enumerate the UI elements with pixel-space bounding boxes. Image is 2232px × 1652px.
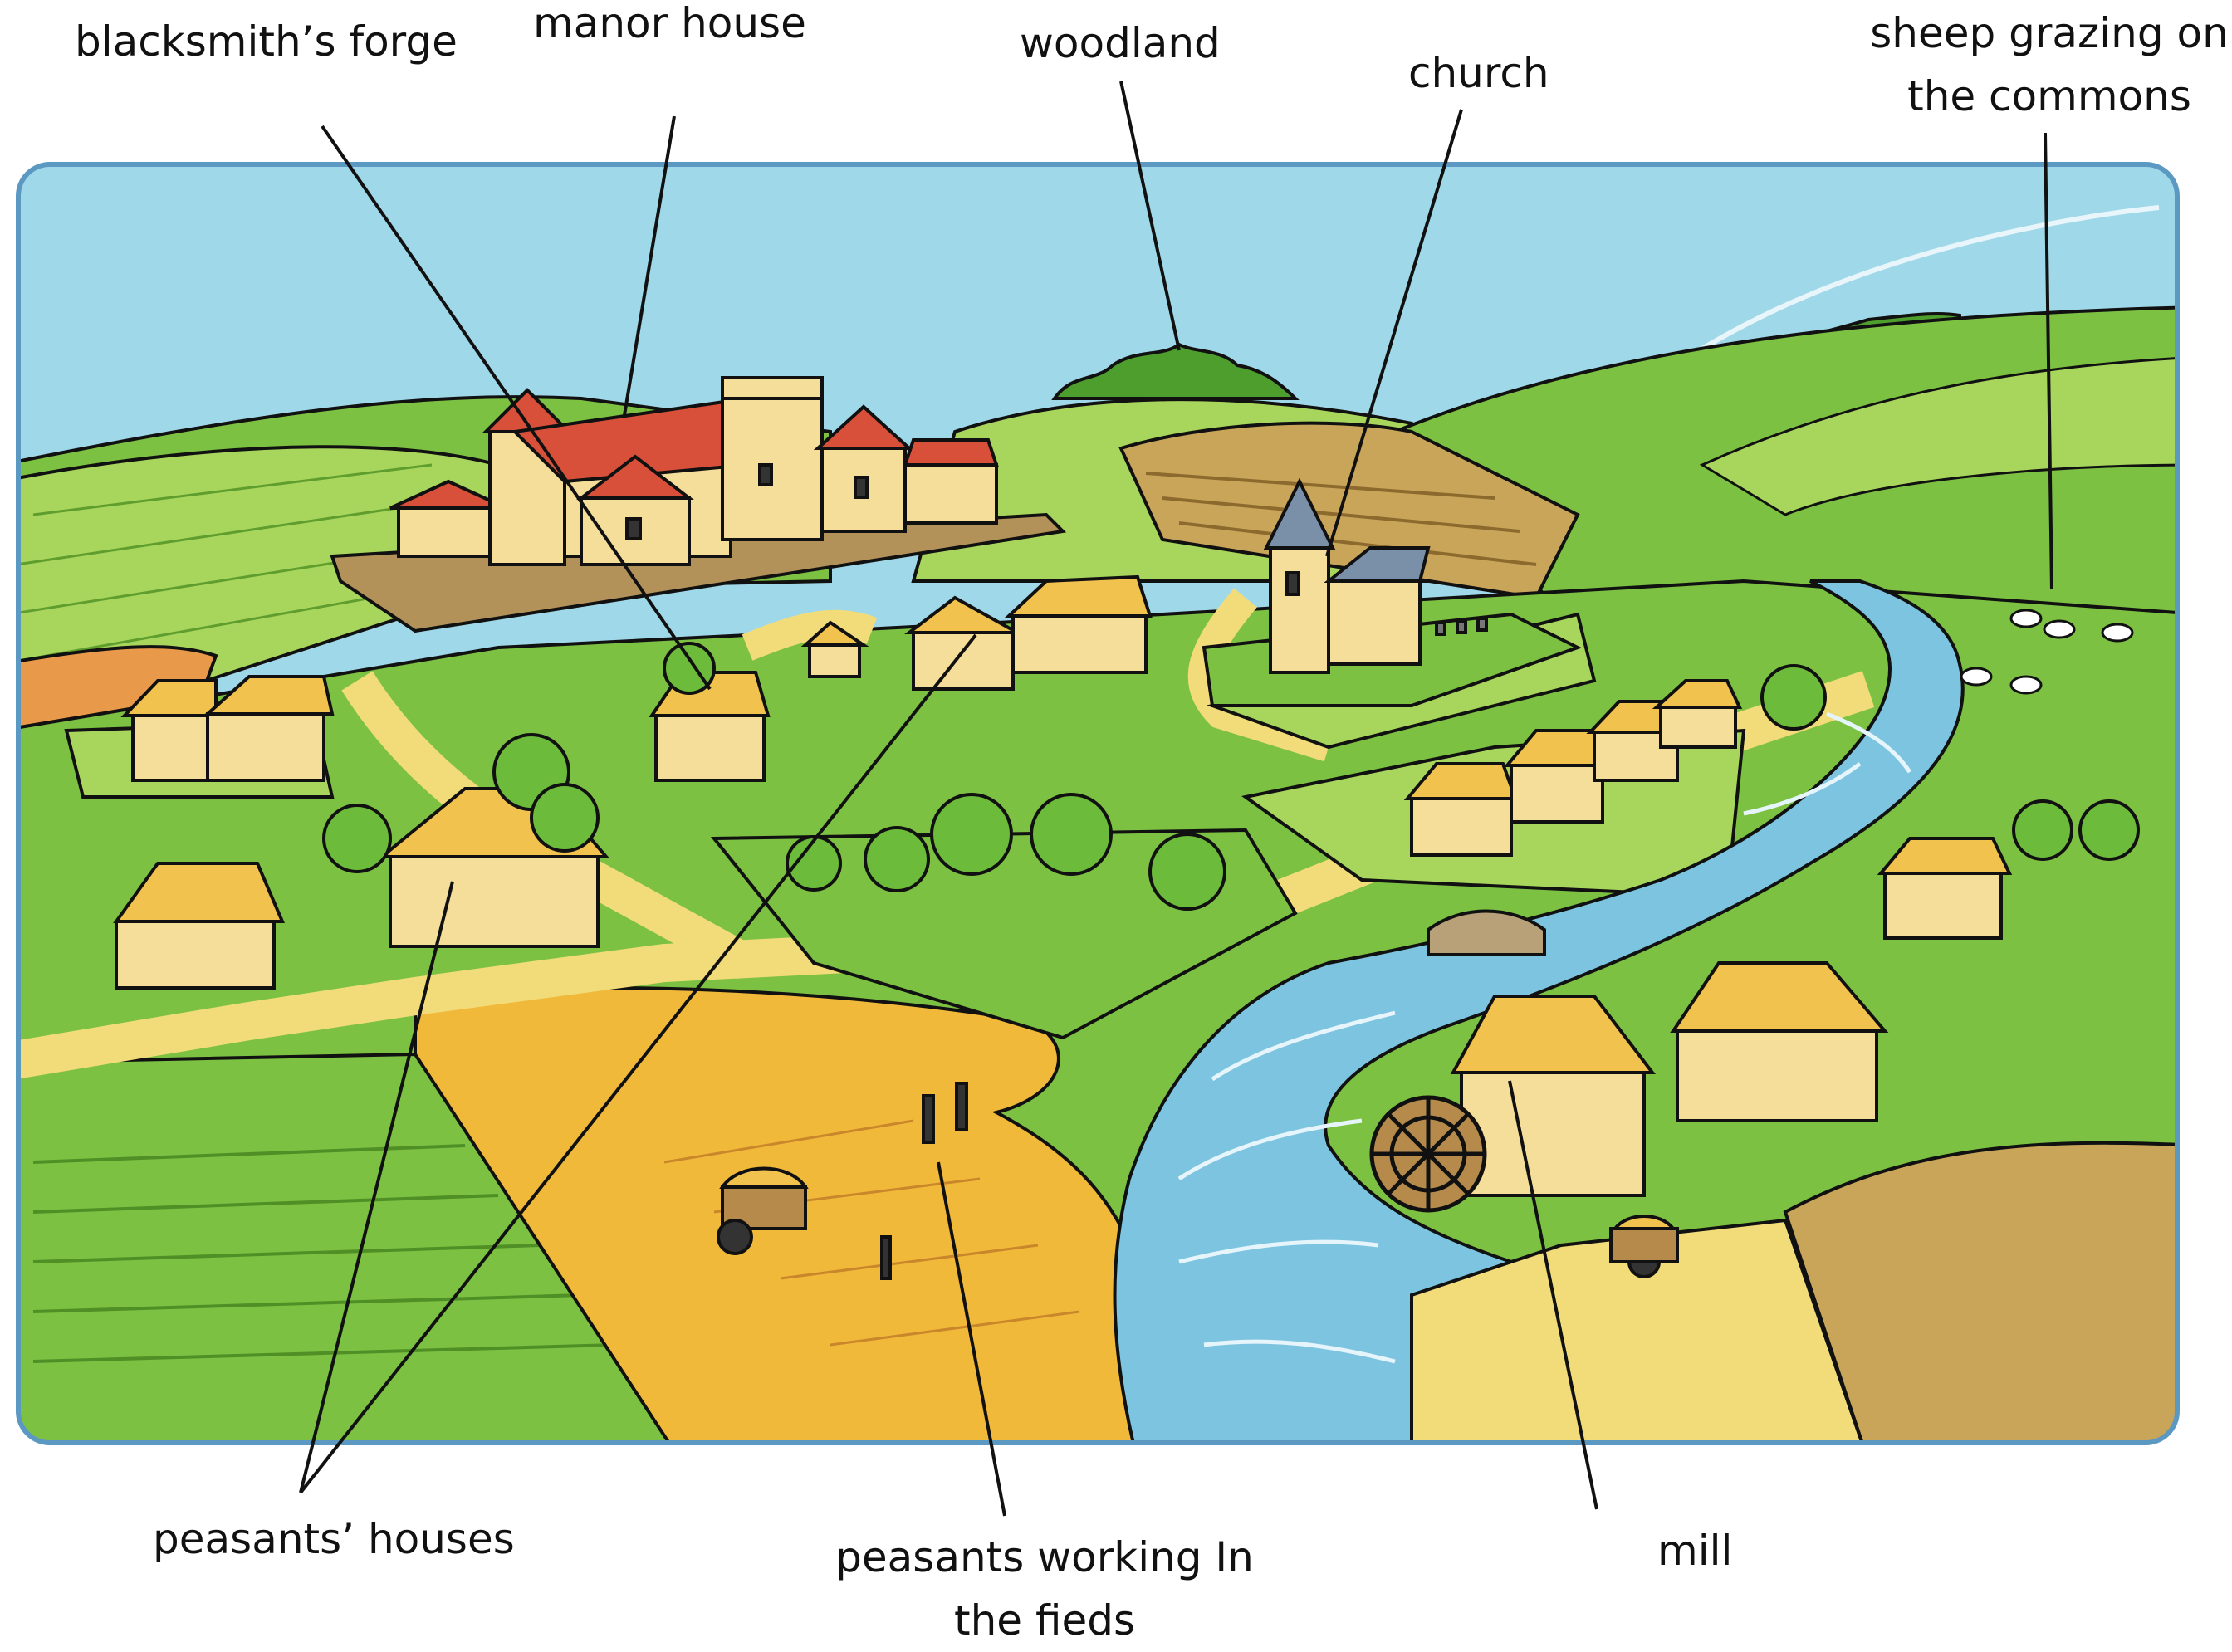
leader-lines [299,81,2053,1517]
leader-church [1325,109,1463,557]
label-peasants-houses: peasants’ houses [153,1515,515,1563]
label-sheep-grazing-line2: the commons [1907,72,2191,120]
label-peasants-working-line1: peasants working In [835,1533,1254,1581]
label-peasants-working: peasants working In the fieds [812,1526,1277,1652]
label-church: church [1408,49,1549,97]
leader-sheep [2044,132,2053,590]
leader-blacksmiths-forge [321,125,712,691]
leader-peasants-houses-b [299,633,977,1494]
sheep [1960,609,2134,695]
leader-woodland [1119,81,1181,351]
label-woodland: woodland [1020,19,1221,67]
thatched-houses [64,574,2013,1197]
mill-building [1460,1069,1646,1197]
label-peasants-working-line2: the fieds [954,1596,1135,1645]
label-sheep-grazing-line1: sheep grazing on [1870,9,2229,57]
blacksmith-forge-building [654,712,766,782]
church-building [1202,477,1583,707]
peasant-figures [880,1082,968,1280]
label-mill: mill [1657,1527,1733,1575]
leader-peasants-houses-a [299,881,454,1493]
water-wheel [1369,1095,1487,1213]
label-blacksmiths-forge: blacksmith’s forge [75,17,458,66]
scene-content [18,164,2177,1443]
leader-mill [1508,1080,1598,1510]
leader-peasants-working [937,1161,1006,1517]
hay-cart [717,1166,1679,1278]
illustration-frame [16,162,2180,1445]
label-sheep-grazing: sheep grazing on the commons [1867,2,2232,128]
leader-manor-house [623,115,676,416]
label-manor-house: manor house [533,0,806,47]
trees [322,642,2140,911]
manor-house-building [389,376,999,566]
peasant-house-main [389,853,600,948]
